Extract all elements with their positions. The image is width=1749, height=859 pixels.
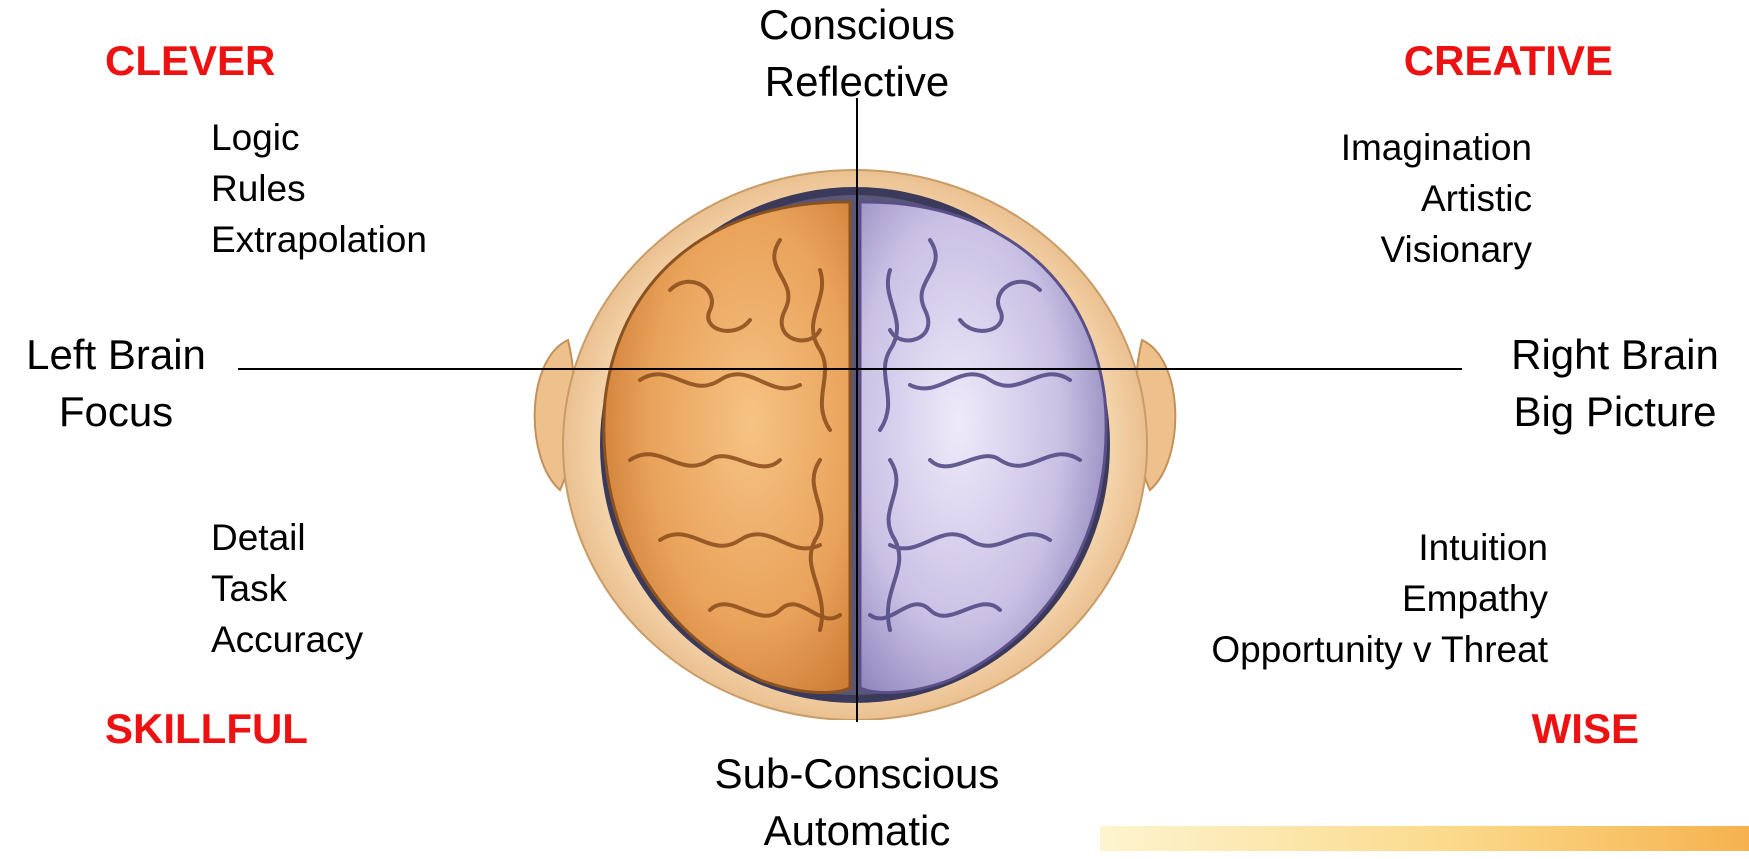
axis-label-right: Right Brain Big Picture — [1490, 326, 1740, 440]
list-item: Accuracy — [211, 614, 363, 665]
list-item: Opportunity v Threat — [1211, 624, 1548, 675]
quadrant-list-wise: Intuition Empathy Opportunity v Threat — [1211, 522, 1548, 675]
list-item: Extrapolation — [211, 214, 427, 265]
axis-bottom-line-2: Automatic — [680, 802, 1034, 859]
list-item: Artistic — [1341, 173, 1532, 224]
axis-top-line-2: Reflective — [700, 53, 1014, 110]
axis-label-top: Conscious Reflective — [700, 0, 1014, 110]
list-item: Intuition — [1211, 522, 1548, 573]
quadrant-list-skillful: Detail Task Accuracy — [211, 512, 363, 665]
list-item: Visionary — [1341, 224, 1532, 275]
list-item: Task — [211, 563, 363, 614]
list-item: Detail — [211, 512, 363, 563]
axis-top-line-1: Conscious — [700, 0, 1014, 53]
axis-right-line-2: Big Picture — [1490, 383, 1740, 440]
axis-right-line-1: Right Brain — [1490, 326, 1740, 383]
quadrant-title-creative: CREATIVE — [1404, 40, 1613, 82]
axis-label-bottom: Sub-Conscious Automatic — [680, 745, 1034, 859]
quadrant-list-clever: Logic Rules Extrapolation — [211, 112, 427, 265]
quadrant-list-creative: Imagination Artistic Visionary — [1341, 122, 1532, 275]
axis-label-left: Left Brain Focus — [6, 326, 226, 440]
quadrant-title-clever: CLEVER — [105, 40, 275, 82]
list-item: Empathy — [1211, 573, 1548, 624]
quadrant-title-wise: WISE — [1532, 708, 1639, 750]
list-item: Rules — [211, 163, 427, 214]
axis-bottom-line-1: Sub-Conscious — [680, 745, 1034, 802]
decorative-gradient-bar — [1100, 826, 1749, 851]
list-item: Logic — [211, 112, 427, 163]
axis-left-line-1: Left Brain — [6, 326, 226, 383]
brain-top-view-icon — [520, 160, 1190, 720]
quadrant-title-skillful: SKILLFUL — [105, 708, 308, 750]
axis-left-line-2: Focus — [6, 383, 226, 440]
list-item: Imagination — [1341, 122, 1532, 173]
